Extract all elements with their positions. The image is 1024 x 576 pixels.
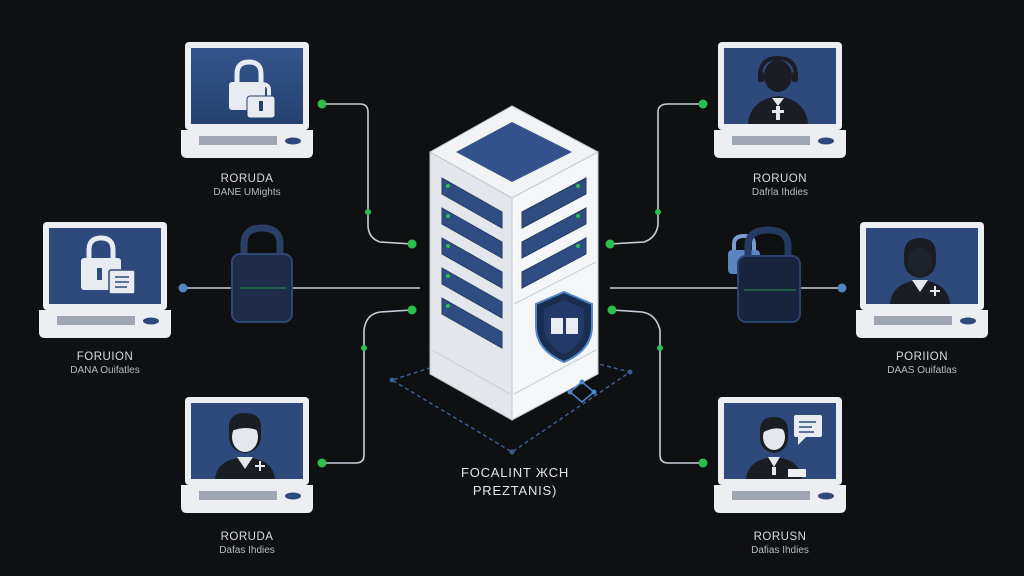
node-mid-right-caption: PORIION DAAS Ouifatlas [832,350,1012,378]
wire-top-right [609,103,703,245]
node-mid-right [856,220,988,345]
right-wire-lock-icon [737,226,801,323]
network-link-icon [567,379,597,403]
server-vent-lines [431,261,597,395]
laptop-icon [181,397,313,513]
server-left-slots [441,177,503,349]
node-subtitle: Dafias Ihdies [751,545,809,556]
node-bottom-left [181,395,313,520]
node-subtitle: Dafrla Ihdies [751,187,809,198]
left-wire-lock-icon [231,224,293,323]
node-bottom-right [714,395,846,520]
server-rack-icon [428,105,600,421]
laptop-icon [39,222,171,338]
node-mid-left-caption: FORUION DANA Ouifatles [15,350,195,378]
node-mid-left [39,220,171,345]
user-icon [890,238,950,304]
node-top-right [714,40,846,165]
node-name: RORUDA [220,173,274,185]
node-subtitle: DANA Ouifatles [70,365,140,376]
padlock-document-icon [81,235,136,295]
user-chat-icon [746,415,822,479]
node-subtitle: DAAS Ouifatlas [887,365,957,376]
wire-bottom-right [611,309,703,464]
node-name: PORIION [895,351,949,363]
node-name: RORUDA [220,531,274,543]
user-icon [215,413,275,479]
server-label: FOCALINT ЖCH PREZTANIS) [440,464,590,500]
wire-endpoints [178,99,847,468]
server-right-slots [521,177,587,289]
shield-icon [535,290,593,364]
node-name: RORUSN [753,531,807,543]
node-name: FORUION [76,351,134,363]
server-label-line1: FOCALINT ЖCH [460,465,570,480]
node-bottom-right-caption: RORUSN Dafias Ihdies [690,530,870,558]
wire-top-left [322,103,413,245]
server-dashed-nodes [389,369,633,455]
laptop-icon [714,42,846,158]
server-left-leds [446,184,450,308]
node-bottom-left-caption: RORUDA Dafas Ihdies [157,530,337,558]
node-top-left [181,40,313,165]
padlock-icon [229,59,276,119]
node-subtitle: Dafas Ihdies [219,545,275,556]
headset-user-icon [748,55,808,124]
node-subtitle: DANE UMights [213,187,281,198]
node-name: RORUON [752,173,808,185]
wire-bottom-left [322,309,413,464]
laptop-icon [714,397,846,513]
laptop-icon [856,222,988,338]
server-right-leds [576,184,580,248]
server-label-line2: PREZTANIS) [472,483,558,498]
node-top-right-caption: RORUON Dafrla Ihdies [690,172,870,200]
laptop-icon [181,42,313,158]
node-top-left-caption: RORUDA DANE UMights [157,172,337,200]
